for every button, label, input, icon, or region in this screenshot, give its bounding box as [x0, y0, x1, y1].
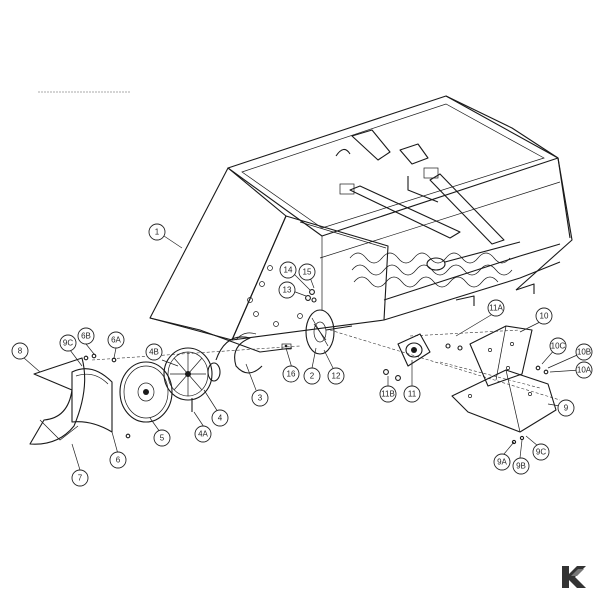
callout-10B: 10B — [575, 343, 593, 361]
svg-text:16: 16 — [287, 370, 296, 379]
svg-text:9C: 9C — [63, 339, 73, 348]
callout-10A: 10A — [575, 361, 593, 379]
svg-text:12: 12 — [332, 372, 341, 381]
callout-4: 4 — [211, 409, 229, 427]
svg-text:1: 1 — [155, 228, 160, 237]
callout-13: 13 — [278, 281, 296, 299]
callout-9B: 9B — [512, 457, 530, 475]
callout-15: 15 — [298, 263, 316, 281]
callout-9: 9 — [557, 399, 575, 417]
svg-text:10A: 10A — [577, 366, 592, 375]
svg-text:9B: 9B — [516, 462, 526, 471]
guard-9 — [451, 369, 557, 445]
wheel-5 — [119, 361, 173, 423]
svg-text:4A: 4A — [198, 430, 208, 439]
guard-10 — [469, 325, 549, 387]
callout-6: 6 — [109, 451, 127, 469]
callout-9A: 9A — [493, 453, 511, 471]
callout-8: 8 — [11, 342, 29, 360]
housing-8 — [29, 357, 86, 445]
callout-1: 1 — [148, 223, 166, 241]
callout-11A: 11A — [487, 299, 505, 317]
svg-text:2: 2 — [310, 372, 315, 381]
callout-2: 2 — [303, 367, 321, 385]
callout-16: 16 — [282, 365, 300, 383]
cover-6 — [71, 368, 113, 433]
callout-9C-right: 9C — [532, 443, 550, 461]
svg-text:6: 6 — [116, 456, 121, 465]
callout-7: 7 — [71, 469, 89, 487]
svg-text:8: 8 — [18, 347, 23, 356]
callout-5: 5 — [153, 429, 171, 447]
svg-text:11B: 11B — [381, 390, 395, 399]
svg-text:11A: 11A — [489, 304, 503, 313]
svg-text:5: 5 — [160, 434, 165, 443]
callout-12: 12 — [327, 367, 345, 385]
svg-text:4B: 4B — [149, 348, 159, 357]
callout-4A: 4A — [194, 425, 212, 443]
callout-11: 11 — [403, 385, 421, 403]
svg-text:9: 9 — [564, 404, 569, 413]
svg-text:7: 7 — [78, 474, 83, 483]
svg-text:6A: 6A — [111, 336, 121, 345]
svg-text:14: 14 — [284, 266, 293, 275]
callout-4B: 4B — [145, 343, 163, 361]
svg-text:15: 15 — [303, 268, 312, 277]
bucket-housing — [149, 95, 573, 353]
fasteners-left — [83, 353, 131, 439]
svg-text:4: 4 — [218, 414, 223, 423]
svg-text:9A: 9A — [497, 458, 507, 467]
brand-logo — [562, 566, 586, 588]
bearing-unit-11 — [383, 333, 463, 381]
callout-3: 3 — [251, 389, 269, 407]
callout-14: 14 — [279, 261, 297, 279]
svg-text:10: 10 — [540, 312, 549, 321]
svg-text:13: 13 — [283, 286, 292, 295]
svg-text:3: 3 — [258, 394, 263, 403]
bearing-plate-12 — [305, 309, 353, 355]
callout-11B: 11B — [379, 385, 397, 403]
svg-text:11: 11 — [408, 390, 417, 399]
svg-text:10C: 10C — [551, 342, 566, 351]
svg-text:10B: 10B — [577, 348, 591, 357]
wheel-4 — [163, 347, 213, 412]
callout-10C: 10C — [549, 337, 567, 355]
callout-6B: 6B — [77, 327, 95, 345]
callout-9C-left: 9C — [59, 334, 77, 352]
bolts-13-16 — [281, 289, 317, 350]
callout-6A: 6A — [107, 331, 125, 349]
svg-text:9C: 9C — [536, 448, 546, 457]
svg-text:6B: 6B — [81, 332, 91, 341]
assembly-axis-lines — [91, 329, 561, 401]
callout-10: 10 — [535, 307, 553, 325]
